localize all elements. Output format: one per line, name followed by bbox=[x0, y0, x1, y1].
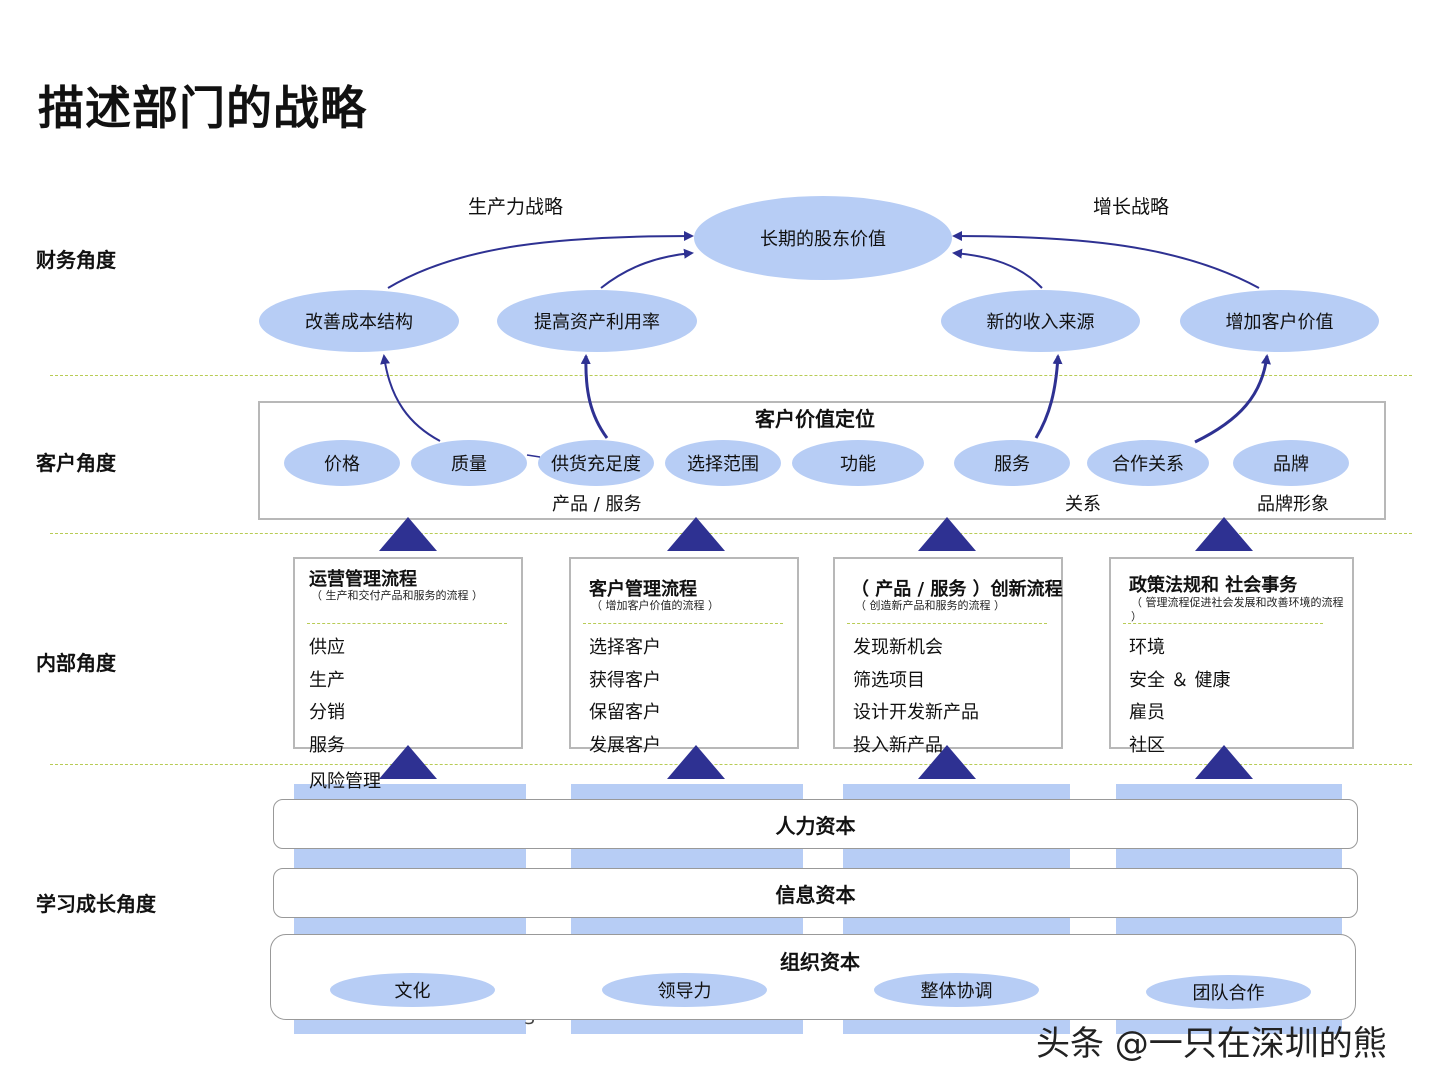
process-item: 社区 bbox=[1129, 735, 1165, 756]
attr-quality: 质量 bbox=[411, 440, 527, 486]
arrow-asset-to-value bbox=[600, 248, 694, 289]
growth-strategy-label: 增长战略 bbox=[1093, 196, 1170, 218]
process-divider bbox=[583, 623, 783, 624]
up-arrow-icon bbox=[379, 517, 437, 551]
connector-quality-availability bbox=[526, 454, 541, 458]
arrow-cost-to-value bbox=[387, 231, 694, 289]
process-item: 安全 ＆ 健康 bbox=[1129, 670, 1231, 691]
group-relationship: 关系 bbox=[1065, 494, 1101, 515]
attr-selection: 选择范围 bbox=[665, 440, 781, 486]
attr-partnership: 合作关系 bbox=[1087, 440, 1209, 486]
arrow-partnership-to-customer-value bbox=[1194, 354, 1271, 444]
goal-shareholder-value: 长期的股东价值 bbox=[694, 196, 952, 280]
process-item: 分销 bbox=[309, 702, 345, 723]
process-item: 生产 bbox=[309, 670, 345, 691]
org-item-alignment: 整体协调 bbox=[874, 973, 1039, 1007]
up-arrow-icon bbox=[918, 517, 976, 551]
process-subtitle: （ 生产和交付产品和服务的流程 ） bbox=[311, 589, 483, 602]
process-title: （ 产品 / 服务 ）创新流程 bbox=[851, 579, 1063, 600]
information-capital-bar: 信息资本 bbox=[273, 868, 1358, 918]
process-item: 环境 bbox=[1129, 637, 1165, 658]
process-item: 供应 bbox=[309, 637, 345, 658]
process-title: 运营管理流程 bbox=[309, 569, 417, 590]
up-arrow-icon bbox=[379, 745, 437, 779]
attr-price: 价格 bbox=[284, 440, 400, 486]
perspective-internal: 内部角度 bbox=[36, 651, 116, 675]
process-item: 发展客户 bbox=[589, 735, 661, 756]
process-subtitle: （ 管理流程促进社会发展和改善环境的流程 ） bbox=[1131, 596, 1344, 623]
goal-new-revenue-sources: 新的收入来源 bbox=[941, 290, 1140, 352]
process-item: 雇员 bbox=[1129, 702, 1165, 723]
perspective-customer: 客户角度 bbox=[36, 451, 116, 475]
divider-customer-internal bbox=[50, 533, 1412, 534]
customer-value-box bbox=[258, 401, 1386, 520]
up-arrow-icon bbox=[667, 745, 725, 779]
process-title: 政策法规和 社会事务 bbox=[1129, 575, 1298, 596]
goal-improve-asset-utilization: 提高资产利用率 bbox=[497, 290, 697, 352]
organization-capital-title: 组织资本 bbox=[780, 950, 860, 974]
arrow-service-to-revenue bbox=[1034, 354, 1063, 439]
goal-improve-cost-structure: 改善成本结构 bbox=[259, 290, 459, 352]
process-regulatory-social: 政策法规和 社会事务 （ 管理流程促进社会发展和改善环境的流程 ） 环境 安全 … bbox=[1109, 557, 1354, 756]
process-divider bbox=[847, 623, 1047, 624]
divider-financial-customer bbox=[50, 375, 1412, 376]
process-item: 选择客户 bbox=[589, 637, 661, 658]
productivity-strategy-label: 生产力战略 bbox=[468, 196, 564, 218]
process-operations: 运营管理流程 （ 生产和交付产品和服务的流程 ） 供应 生产 分销 服务 风险管… bbox=[293, 557, 523, 792]
arrow-quality-to-cost bbox=[380, 354, 441, 442]
up-arrow-icon bbox=[1195, 517, 1253, 551]
process-item: 风险管理 bbox=[309, 771, 381, 792]
arrow-revenue-to-value bbox=[952, 248, 1043, 289]
process-subtitle: （ 创造新产品和服务的流程 ） bbox=[855, 599, 1005, 612]
up-arrow-icon bbox=[667, 517, 725, 551]
customer-value-title: 客户价值定位 bbox=[755, 407, 875, 431]
up-arrow-icon bbox=[1195, 745, 1253, 779]
attr-service: 服务 bbox=[954, 440, 1070, 486]
group-product-service: 产品 / 服务 bbox=[552, 494, 642, 515]
attr-brand: 品牌 bbox=[1233, 440, 1349, 486]
process-subtitle: （ 增加客户价值的流程 ） bbox=[591, 599, 719, 612]
process-innovation: （ 产品 / 服务 ）创新流程 （ 创造新产品和服务的流程 ） 发现新机会 筛选… bbox=[833, 557, 1063, 756]
divider-internal-learning bbox=[50, 764, 1412, 765]
process-title: 客户管理流程 bbox=[589, 579, 697, 600]
process-item: 发现新机会 bbox=[853, 637, 943, 658]
perspective-learning: 学习成长角度 bbox=[36, 892, 156, 916]
process-divider bbox=[1123, 623, 1323, 624]
arrow-availability-to-asset bbox=[580, 354, 609, 439]
attr-function: 功能 bbox=[792, 440, 924, 486]
goal-increase-customer-value: 增加客户价值 bbox=[1180, 290, 1379, 352]
process-item: 筛选项目 bbox=[853, 670, 925, 691]
watermark: 头条 @一只在深圳的熊 bbox=[1036, 1024, 1387, 1064]
group-brand-image: 品牌形象 bbox=[1257, 494, 1329, 515]
human-capital-bar: 人力资本 bbox=[273, 799, 1358, 849]
process-item: 服务 bbox=[309, 735, 345, 756]
org-item-teamwork: 团队合作 bbox=[1146, 975, 1311, 1009]
process-divider bbox=[307, 623, 507, 624]
process-item: 设计开发新产品 bbox=[853, 702, 979, 723]
process-customer-management: 客户管理流程 （ 增加客户价值的流程 ） 选择客户 获得客户 保留客户 发展客户 bbox=[569, 557, 799, 756]
perspective-financial: 财务角度 bbox=[36, 248, 116, 272]
page-title: 描述部门的战略 bbox=[38, 81, 367, 135]
process-item: 获得客户 bbox=[589, 670, 661, 691]
attr-availability: 供货充足度 bbox=[538, 440, 654, 486]
org-item-culture: 文化 bbox=[330, 973, 495, 1007]
arrow-customer-value-to-value bbox=[952, 231, 1260, 289]
up-arrow-icon bbox=[918, 745, 976, 779]
org-item-leadership: 领导力 bbox=[602, 973, 767, 1007]
process-item: 保留客户 bbox=[589, 702, 661, 723]
